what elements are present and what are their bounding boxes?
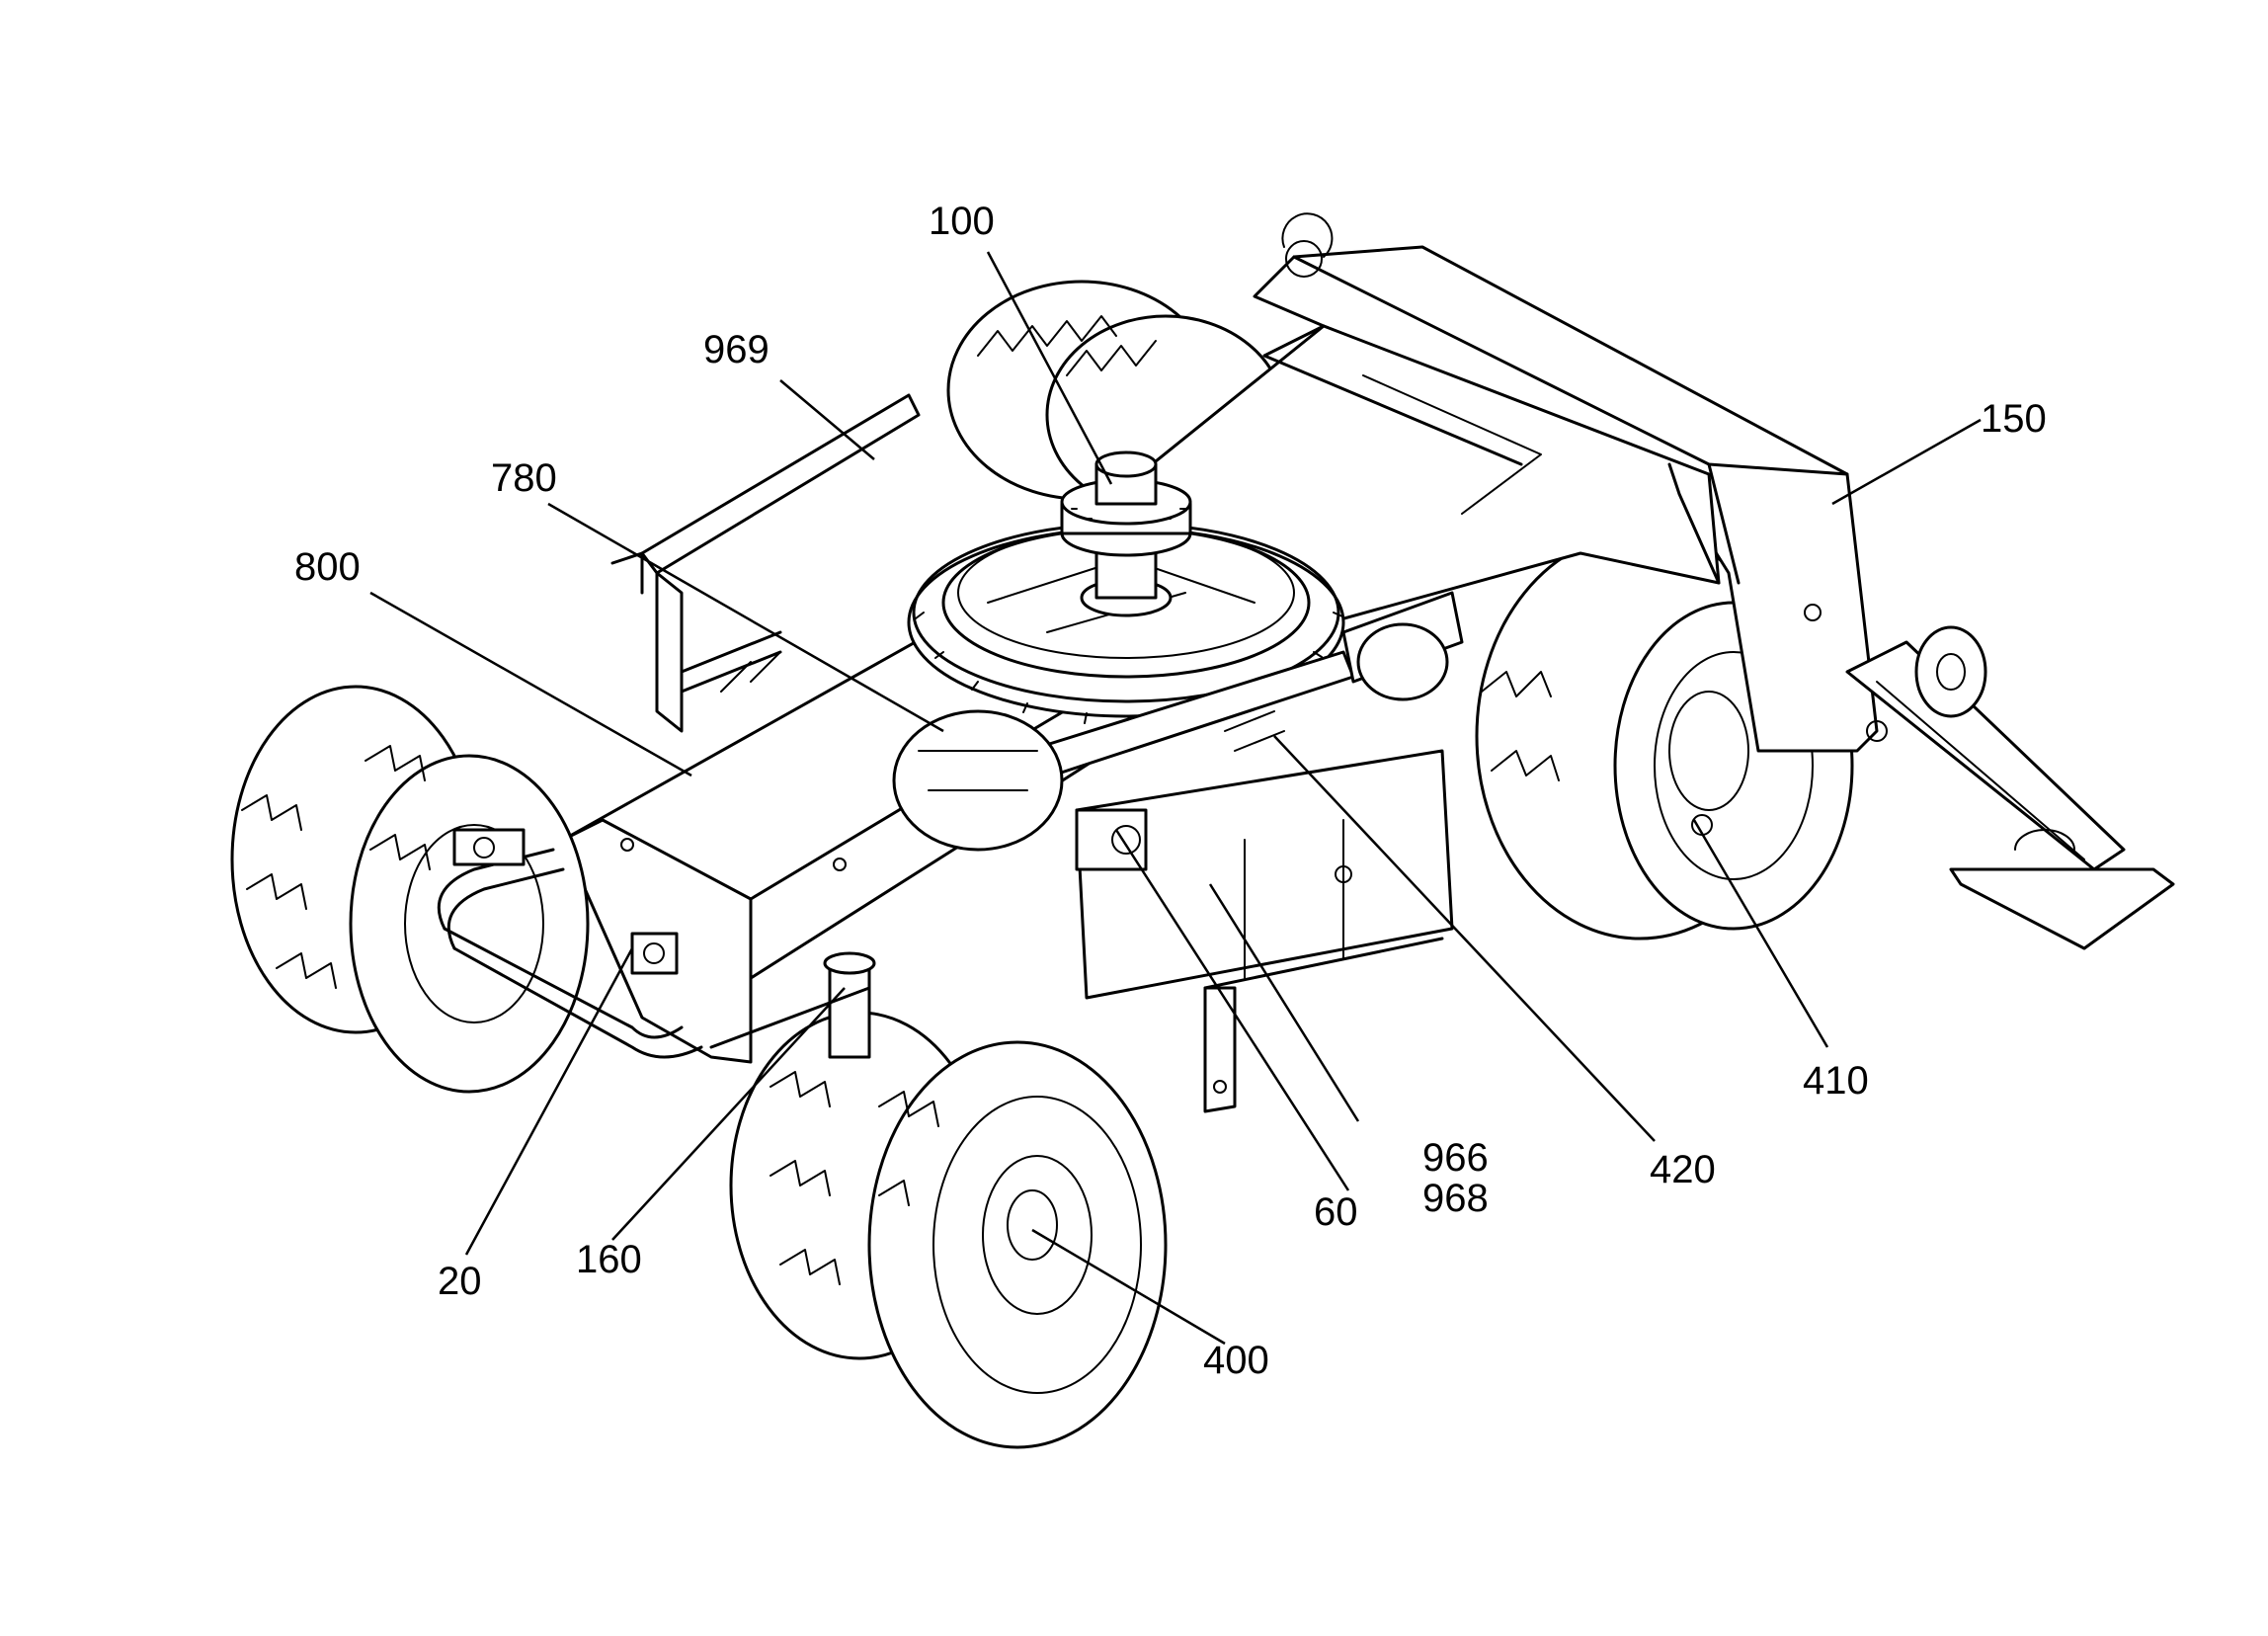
label-160: 160 bbox=[576, 1238, 642, 1281]
boom-arm bbox=[1253, 212, 2175, 950]
ballast-box bbox=[1075, 749, 1454, 1113]
gearbox bbox=[892, 709, 1148, 871]
label-400: 400 bbox=[1203, 1339, 1269, 1382]
label-410: 410 bbox=[1803, 1059, 1869, 1103]
label-969: 969 bbox=[703, 328, 770, 371]
front-right-wheels bbox=[729, 1011, 1168, 1449]
label-966: 966 bbox=[1422, 1136, 1489, 1180]
front-handlebar bbox=[437, 828, 703, 1059]
label-780: 780 bbox=[491, 456, 557, 500]
label-800: 800 bbox=[294, 545, 361, 589]
label-20: 20 bbox=[438, 1260, 482, 1303]
steering-cylinder bbox=[709, 951, 876, 1059]
label-150: 150 bbox=[1981, 397, 2047, 441]
leader-lines bbox=[369, 251, 1982, 1346]
front-left-wheels bbox=[230, 685, 590, 1094]
label-60: 60 bbox=[1314, 1190, 1358, 1234]
drive-shaft bbox=[1025, 591, 1464, 782]
label-968: 968 bbox=[1422, 1177, 1489, 1220]
rotor-column bbox=[1060, 450, 1192, 617]
label-100: 100 bbox=[929, 200, 995, 243]
label-420: 420 bbox=[1650, 1148, 1716, 1191]
reference-labels: 100 969 780 800 150 410 420 966 968 60 4… bbox=[294, 200, 2047, 1382]
